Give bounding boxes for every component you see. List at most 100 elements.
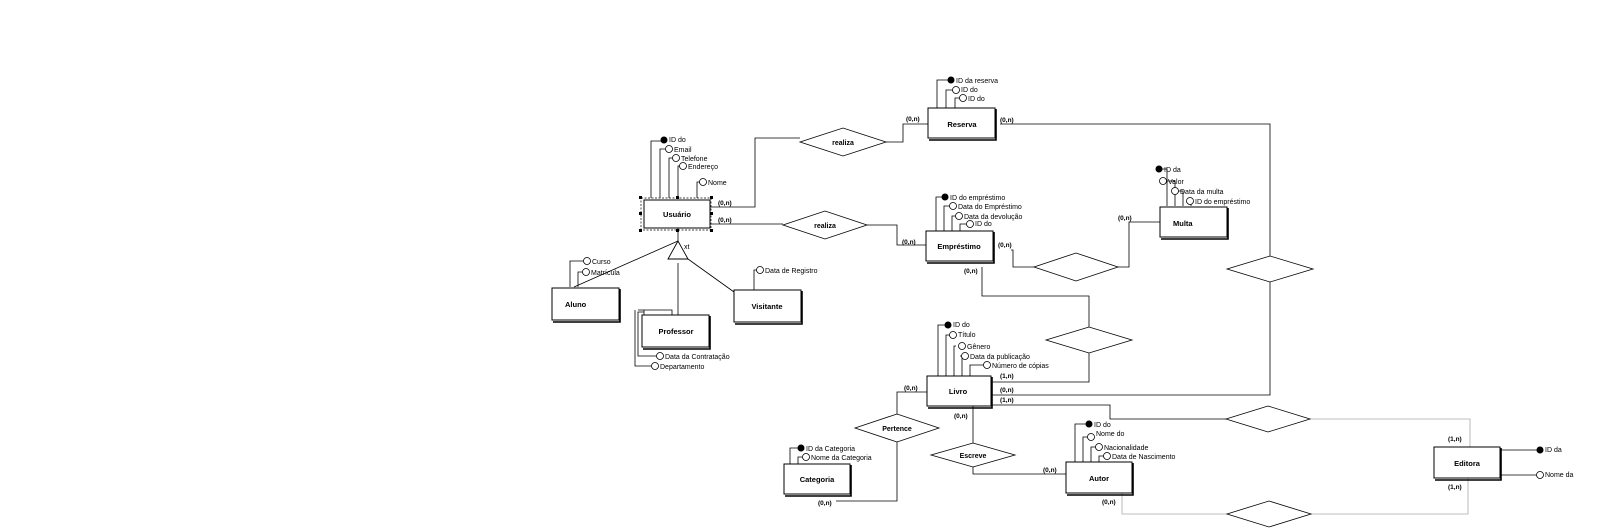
- attribute-label: ID da: [1545, 447, 1562, 454]
- relationship-realiza-reserva[interactable]: realiza: [798, 127, 888, 157]
- attribute-icon: [1159, 177, 1167, 185]
- attributes-categoria: ID da Categoria Nome da Categoria: [797, 444, 872, 462]
- entity-reserva[interactable]: Reserva: [927, 107, 997, 141]
- attribute-icon: [679, 162, 687, 170]
- relationship-emprestimo-multa[interactable]: [1032, 252, 1120, 282]
- attributes-livro: ID do Título Gênero Data da publicação N…: [944, 321, 1049, 370]
- attribute-label: ID do: [1094, 422, 1111, 429]
- entity-name: Professor: [658, 327, 693, 336]
- relationship-diamond[interactable]: [1044, 326, 1134, 354]
- entity-aluno[interactable]: Aluno: [551, 287, 621, 323]
- relationship-realiza-emprestimo[interactable]: realiza: [781, 210, 869, 240]
- attribute-label: Nacionalidade: [1104, 445, 1148, 452]
- entity-professor[interactable]: Professor: [641, 314, 711, 350]
- attribute-icon: [966, 220, 974, 228]
- entity-editora[interactable]: Editora: [1433, 446, 1502, 481]
- entity-autor[interactable]: Autor: [1065, 461, 1134, 496]
- attribute-label: Curso: [592, 259, 611, 266]
- cardinality: (0,n): [1000, 387, 1014, 394]
- attribute-icon: [958, 342, 966, 350]
- attribute-icon: [756, 266, 764, 274]
- attribute-icon: [949, 202, 957, 210]
- relationship-diamond[interactable]: [1032, 252, 1120, 282]
- cardinality: (0,n): [1102, 499, 1116, 506]
- entity-multa[interactable]: Multa: [1159, 206, 1229, 240]
- attribute-label: Título: [958, 332, 976, 339]
- attribute-icon: [961, 352, 969, 360]
- attribute-label: Data da devolução: [964, 214, 1022, 221]
- relationship-diamond[interactable]: [1224, 405, 1312, 433]
- attribute-icon: [582, 268, 590, 276]
- relationship-escreve[interactable]: Escreve: [929, 442, 1017, 468]
- entity-name: Livro: [949, 387, 968, 396]
- attribute-label: Data de Nascimento: [1112, 454, 1176, 461]
- attribute-icon: [665, 145, 673, 153]
- attributes-reserva: ID da reserva ID do ID do: [947, 76, 998, 103]
- attribute-label: ID do: [968, 96, 985, 103]
- entity-usuario[interactable]: Usuário: [639, 196, 713, 232]
- attribute-icon: [651, 362, 659, 370]
- attributes-professor: Data da Contratação Departamento: [651, 352, 730, 371]
- primary-key-icon: [1536, 446, 1544, 454]
- cardinality: (0,n): [718, 200, 732, 207]
- connection-lines: [573, 123, 1471, 515]
- entity-categoria[interactable]: Categoria: [783, 463, 852, 497]
- attribute-label: Telefone: [681, 156, 708, 163]
- cardinality: (0,n): [998, 242, 1012, 249]
- cardinality: (0,n): [964, 268, 978, 275]
- attribute-icon: [952, 86, 960, 94]
- attribute-label: ID da reserva: [956, 78, 998, 85]
- cardinality: (1,n): [1000, 397, 1014, 404]
- entity-name: Usuário: [663, 210, 691, 219]
- attribute-label: ID do: [953, 322, 970, 329]
- cardinality: (1,n): [1448, 436, 1462, 443]
- attribute-icon: [983, 361, 991, 369]
- relationship-reserva-livro[interactable]: [1225, 255, 1315, 283]
- attribute-icon: [583, 257, 591, 265]
- primary-key-icon: [1085, 420, 1093, 428]
- cardinality: (1,n): [1448, 484, 1462, 491]
- attribute-label: Nome do: [1096, 431, 1125, 438]
- primary-key-icon: [660, 136, 668, 144]
- relationship-name: realiza: [832, 140, 854, 147]
- relationship-livro-editora[interactable]: [1224, 405, 1312, 433]
- primary-key-icon: [944, 321, 952, 329]
- primary-key-icon: [797, 444, 805, 452]
- attribute-icon: [949, 331, 957, 339]
- specialization-label: xt: [684, 244, 690, 251]
- relationship-autor-editora[interactable]: [1225, 500, 1313, 528]
- cardinality: (0,n): [902, 239, 916, 246]
- specialization-triangle[interactable]: xt: [667, 240, 690, 260]
- relationship-name: Escreve: [960, 453, 987, 460]
- attributes-visitante: Data de Registro: [756, 266, 818, 275]
- entity-livro[interactable]: Livro: [926, 375, 993, 409]
- relationship-diamond[interactable]: [1225, 255, 1315, 283]
- cardinality-labels: (0,n) (0,n) (0,n) (0,n) (0,n) (0,n) (0,n…: [718, 116, 1462, 507]
- entity-name: Empréstimo: [937, 242, 981, 251]
- cardinality: (0,n): [1043, 467, 1057, 474]
- attribute-label: ID da: [1164, 167, 1181, 174]
- attribute-label: ID do: [669, 137, 686, 144]
- relationship-diamond[interactable]: [1225, 500, 1313, 528]
- relationship-emprestimo-livro[interactable]: [1044, 326, 1134, 354]
- attribute-label: Valor: [1168, 179, 1184, 186]
- entity-emprestimo[interactable]: Empréstimo: [925, 230, 995, 264]
- entity-name: Autor: [1089, 474, 1109, 483]
- attributes-editora: ID da Nome da: [1536, 446, 1574, 479]
- entity-visitante[interactable]: Visitante: [733, 289, 803, 325]
- entity-name: Visitante: [751, 302, 782, 311]
- attribute-icon: [1186, 197, 1194, 205]
- primary-key-icon: [947, 76, 955, 84]
- attributes-emprestimo: ID do empréstimo Data do Empréstimo Data…: [941, 193, 1022, 228]
- attribute-icon: [1103, 452, 1111, 460]
- attribute-label: Data da Contratação: [665, 354, 730, 361]
- cardinality: (0,n): [1118, 215, 1132, 222]
- attribute-icon: [1095, 443, 1103, 451]
- relationship-pertence[interactable]: Pertence: [853, 413, 941, 443]
- attribute-label: Endereço: [688, 164, 718, 171]
- attribute-icon: [672, 154, 680, 162]
- attribute-label: Matrícula: [591, 270, 620, 277]
- attributes-multa: ID da Valor Data da multa ID do emprésti…: [1155, 165, 1250, 206]
- attribute-icon: [802, 453, 810, 461]
